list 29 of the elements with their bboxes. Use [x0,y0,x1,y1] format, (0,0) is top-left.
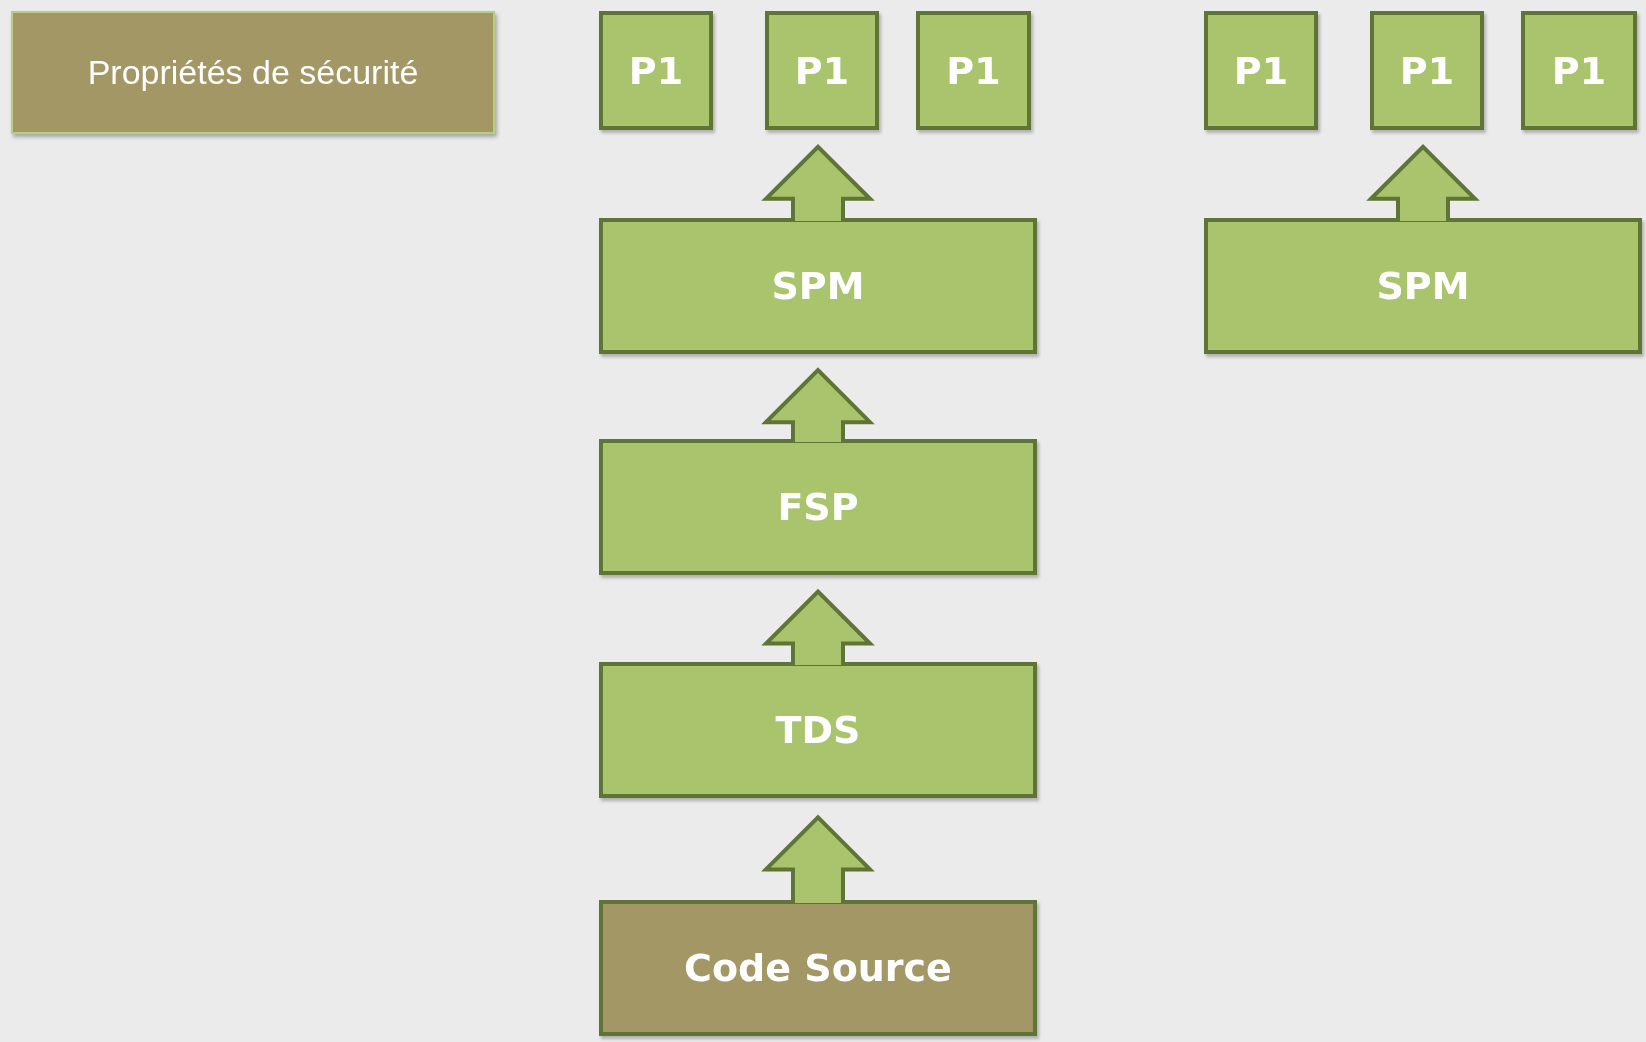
process-box [599,11,713,130]
process-box [1370,11,1484,130]
process-box [1521,11,1637,130]
box-label: SPM [771,264,865,308]
box-label: P1 [794,48,850,93]
block-arrow [761,143,875,223]
process-box [599,900,1037,1036]
process-box [765,11,879,130]
process-box [599,662,1037,798]
box-label: Propriétés de sécurité [87,53,419,92]
box-label: SPM [1376,264,1470,308]
box-label: P1 [1233,48,1289,93]
title-box [11,11,495,134]
block-arrow [1366,143,1480,223]
block-arrow [761,588,875,667]
process-box [916,11,1031,130]
box-label: TDS [775,708,861,752]
box-label: P1 [946,48,1001,93]
box-label: FSP [777,485,859,529]
box-label: P1 [1399,48,1455,93]
process-box [1204,11,1318,130]
box-label: Code Source [684,946,952,990]
block-arrow [761,367,875,444]
block-arrow [761,814,875,905]
box-label: P1 [628,48,684,93]
box-label: P1 [1551,48,1607,93]
process-box [599,218,1037,354]
process-box [599,439,1037,575]
process-box [1204,218,1642,354]
